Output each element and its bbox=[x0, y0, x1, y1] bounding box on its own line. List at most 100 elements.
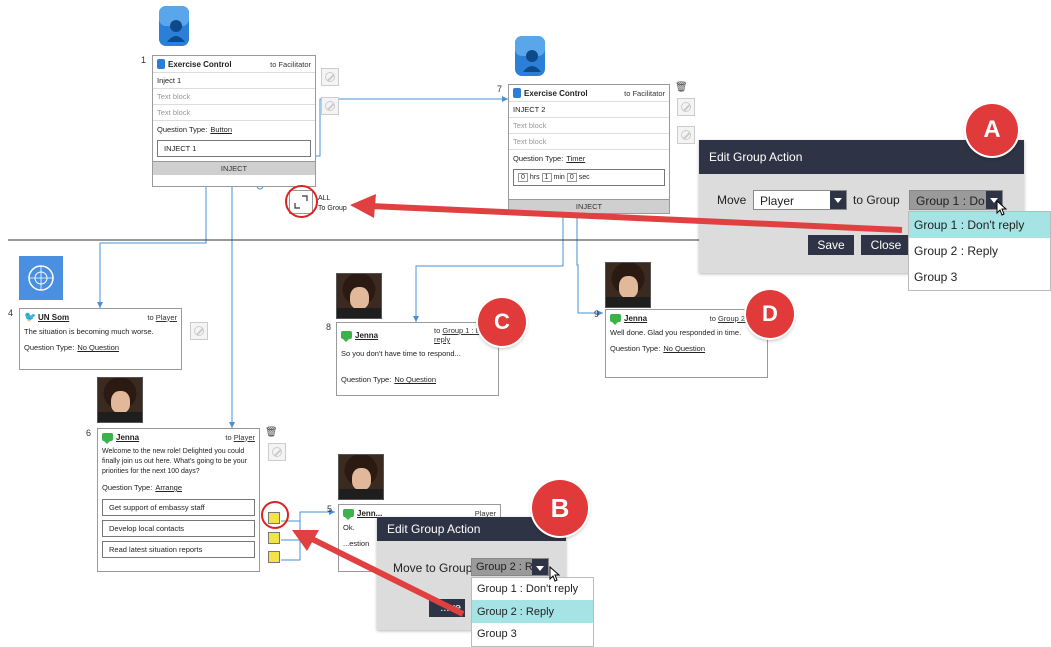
chevron-down-icon bbox=[532, 559, 548, 575]
move-label: Move bbox=[717, 193, 747, 207]
text-block[interactable]: Text block bbox=[509, 117, 669, 133]
dropdown-option[interactable]: Group 1 : Don't reply bbox=[909, 212, 1050, 238]
node-number: 1 bbox=[141, 55, 147, 65]
dialog-title: Edit Group Action bbox=[699, 140, 1024, 174]
question-type-link[interactable]: No Question bbox=[394, 375, 437, 384]
sender: Jenn... bbox=[343, 509, 382, 520]
text-block[interactable]: Text block bbox=[509, 133, 669, 149]
chevron-down-icon bbox=[830, 191, 846, 209]
recipient: to Player bbox=[147, 312, 177, 322]
sender: Jenna bbox=[102, 433, 139, 444]
question-type: Question Type:No Question bbox=[610, 344, 706, 353]
node-number: 4 bbox=[8, 308, 14, 318]
question-type: Question Type:No Question bbox=[24, 343, 120, 352]
no-entry-icon[interactable] bbox=[677, 126, 695, 144]
close-button[interactable]: Close bbox=[861, 235, 911, 255]
node-number: 5 bbox=[327, 504, 333, 514]
sender: Jenna bbox=[341, 331, 378, 342]
trash-icon[interactable]: 🗑 bbox=[265, 427, 278, 438]
recipient: to Facilitator bbox=[270, 59, 311, 69]
question-type: Question Type:No Question bbox=[341, 375, 437, 384]
jenna-avatar bbox=[97, 377, 143, 423]
recipient: to Player bbox=[225, 432, 255, 442]
message-body[interactable]: Welcome to the new role! Delighted you c… bbox=[102, 448, 247, 475]
recipient: to Facilitator bbox=[624, 88, 665, 98]
move-select[interactable]: Player bbox=[753, 190, 847, 210]
jenna-avatar bbox=[605, 262, 651, 308]
question-type-link[interactable]: Arrange bbox=[155, 483, 182, 492]
message-body[interactable]: Ok. bbox=[343, 523, 355, 532]
message-body[interactable]: So you don't have time to respond... bbox=[341, 349, 461, 358]
badge-b: B bbox=[532, 480, 588, 536]
inject-title[interactable]: INJECT 2 bbox=[509, 101, 669, 117]
edit-group-action-dialog-a: Edit Group Action Move Player to Group G… bbox=[699, 140, 1024, 273]
message-node-8[interactable]: Jenna to Group 1 : D... reply So you don'… bbox=[336, 322, 499, 396]
question-type-link[interactable]: Timer bbox=[566, 154, 586, 163]
highlight-circle bbox=[261, 501, 289, 529]
no-entry-icon[interactable] bbox=[321, 68, 339, 86]
question-type-link[interactable]: No Question bbox=[663, 344, 706, 353]
un-logo bbox=[19, 256, 63, 300]
to-group-label: To Group bbox=[318, 205, 347, 212]
no-entry-icon[interactable] bbox=[268, 443, 286, 461]
message-node-6[interactable]: Jenna to Player Welcome to the new role! … bbox=[97, 428, 260, 572]
sender: 🐦UN Som bbox=[24, 311, 70, 323]
text-block[interactable]: Text block bbox=[153, 88, 315, 104]
question-type: Question Type:Arrange bbox=[102, 483, 182, 492]
hours-stepper[interactable]: 0 bbox=[518, 173, 528, 182]
message-node-4[interactable]: 🐦UN Som to Player The situation is becomi… bbox=[19, 308, 182, 370]
sender: Jenna bbox=[610, 314, 647, 325]
mouse-cursor-icon bbox=[996, 200, 1008, 216]
arrange-option[interactable]: Read latest situation reports bbox=[102, 541, 255, 558]
jenna-avatar bbox=[338, 454, 384, 500]
question-type-link[interactable]: Button bbox=[210, 125, 232, 134]
message-node-9[interactable]: Jenna to Group 2 : R... Well done. Glad y… bbox=[605, 309, 768, 378]
question-type: ...estion bbox=[343, 539, 370, 548]
inject-option[interactable]: INJECT 1 bbox=[157, 140, 311, 157]
jenna-avatar bbox=[336, 273, 382, 319]
dropdown-option[interactable]: Group 2 : Reply bbox=[914, 244, 999, 258]
node-number: 6 bbox=[86, 428, 92, 438]
message-body[interactable]: The situation is becoming much worse. bbox=[24, 327, 154, 336]
group-select[interactable]: Group 2 : Re bbox=[471, 558, 549, 576]
group-select[interactable]: Group 1 : Do bbox=[909, 190, 1003, 210]
to-group-label: to Group bbox=[853, 193, 900, 207]
minutes-stepper[interactable]: 1 bbox=[541, 173, 552, 182]
sender: Exercise Control bbox=[157, 59, 232, 69]
message-icon bbox=[610, 314, 621, 325]
inject-title[interactable]: Inject 1 bbox=[153, 72, 315, 88]
no-entry-icon[interactable] bbox=[677, 98, 695, 116]
badge-d: D bbox=[746, 290, 794, 338]
no-entry-icon[interactable] bbox=[190, 322, 208, 340]
text-block[interactable]: Text block bbox=[153, 104, 315, 120]
no-entry-icon[interactable] bbox=[321, 97, 339, 115]
highlight-circle bbox=[285, 185, 318, 218]
inject-button[interactable]: INJECT bbox=[153, 161, 315, 175]
arrange-option[interactable]: Get support of embassy staff bbox=[102, 499, 255, 516]
dropdown-option[interactable]: Group 3 bbox=[477, 628, 517, 640]
question-type-link[interactable]: No Question bbox=[77, 343, 120, 352]
group-dropdown-list-b: Group 1 : Don't reply Group 2 : Reply Gr… bbox=[471, 577, 594, 647]
dropdown-option[interactable]: Group 1 : Don't reply bbox=[477, 583, 579, 595]
node-number: 8 bbox=[326, 322, 332, 332]
trash-icon[interactable]: 🗑 bbox=[675, 82, 688, 93]
inject-button[interactable]: INJECT bbox=[509, 199, 669, 213]
message-icon bbox=[343, 509, 354, 520]
mouse-cursor-icon bbox=[549, 566, 561, 582]
option-link-handle[interactable] bbox=[268, 532, 280, 544]
recipient: to Group 1 : D... reply bbox=[434, 326, 488, 344]
save-button[interactable]: Save bbox=[808, 235, 854, 255]
badge-a: A bbox=[966, 104, 1018, 156]
recipient: to Group 2 : R... bbox=[709, 313, 763, 323]
message-body[interactable]: Well done. Glad you responded in time. bbox=[610, 328, 742, 337]
arrange-option[interactable]: Develop local contacts bbox=[102, 520, 255, 537]
dropdown-option[interactable]: Group 2 : Reply bbox=[472, 600, 593, 623]
dropdown-option[interactable]: Group 3 bbox=[914, 270, 958, 284]
option-link-handle[interactable] bbox=[268, 551, 280, 563]
seconds-stepper[interactable]: 0 bbox=[566, 173, 577, 182]
node-number: 7 bbox=[497, 84, 503, 94]
group-dropdown-list-a: Group 1 : Don't reply Group 2 : Reply Gr… bbox=[908, 211, 1051, 291]
